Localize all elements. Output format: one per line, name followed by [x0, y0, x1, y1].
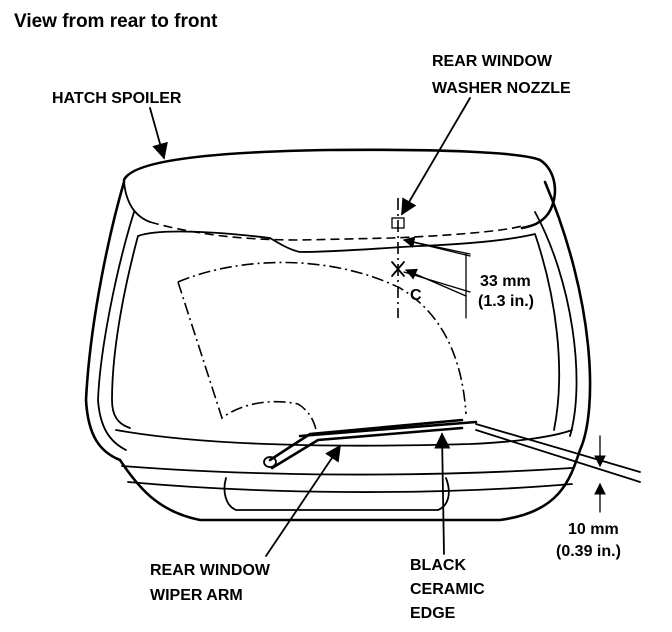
point-c-cross	[391, 261, 405, 277]
point-c-leader	[404, 268, 467, 297]
dim-10mm-label-line2: (0.39 in.)	[556, 543, 621, 560]
hatch-lower-panel	[115, 429, 573, 493]
hatch-spoiler-label: HATCH SPOILER	[52, 90, 182, 107]
hatch-inner-outline	[97, 211, 578, 451]
wiper-arm-leader	[265, 444, 341, 557]
point-c-label: C	[410, 287, 422, 304]
wiper-arm-label-line1: REAR WINDOW	[150, 562, 271, 579]
edge-dimension-line-upper	[475, 423, 641, 473]
edge-dimension-line-lower	[475, 429, 641, 483]
license-plate-recess	[223, 477, 450, 511]
diagram-title: View from rear to front	[14, 11, 218, 32]
hatch-spoiler-leader	[149, 107, 168, 160]
washer-nozzle-leader	[401, 97, 471, 216]
dim-33mm-label-line2: (1.3 in.)	[478, 293, 534, 310]
ceramic-edge-label-line1: BLACK	[410, 557, 466, 574]
wiper-arm	[268, 418, 464, 470]
washer-nozzle-label-line1: REAR WINDOW	[432, 53, 553, 70]
spoiler-lower-edge	[149, 221, 523, 241]
spoiler-underside	[123, 181, 151, 223]
ceramic-edge-label-line3: EDGE	[410, 605, 456, 622]
ceramic-edge-leader	[434, 432, 451, 555]
wiper-arm-label-line2: WIPER ARM	[150, 587, 243, 604]
dim-33mm-arrow	[402, 236, 471, 255]
wiper-arm-pivot	[263, 456, 277, 468]
black-ceramic-edge	[298, 420, 478, 438]
dim-10mm-label-line1: 10 mm	[568, 521, 619, 538]
washer-nozzle-label-line2: WASHER NOZZLE	[432, 80, 571, 97]
hatch-outer-outline	[84, 180, 592, 522]
wiper-sweep-area	[177, 261, 467, 431]
rear-glass-outline	[111, 230, 561, 431]
hatch-spoiler-shape	[122, 148, 557, 230]
dim-33mm-label-line1: 33 mm	[480, 273, 531, 290]
ceramic-edge-label-line2: CERAMIC	[410, 581, 485, 598]
